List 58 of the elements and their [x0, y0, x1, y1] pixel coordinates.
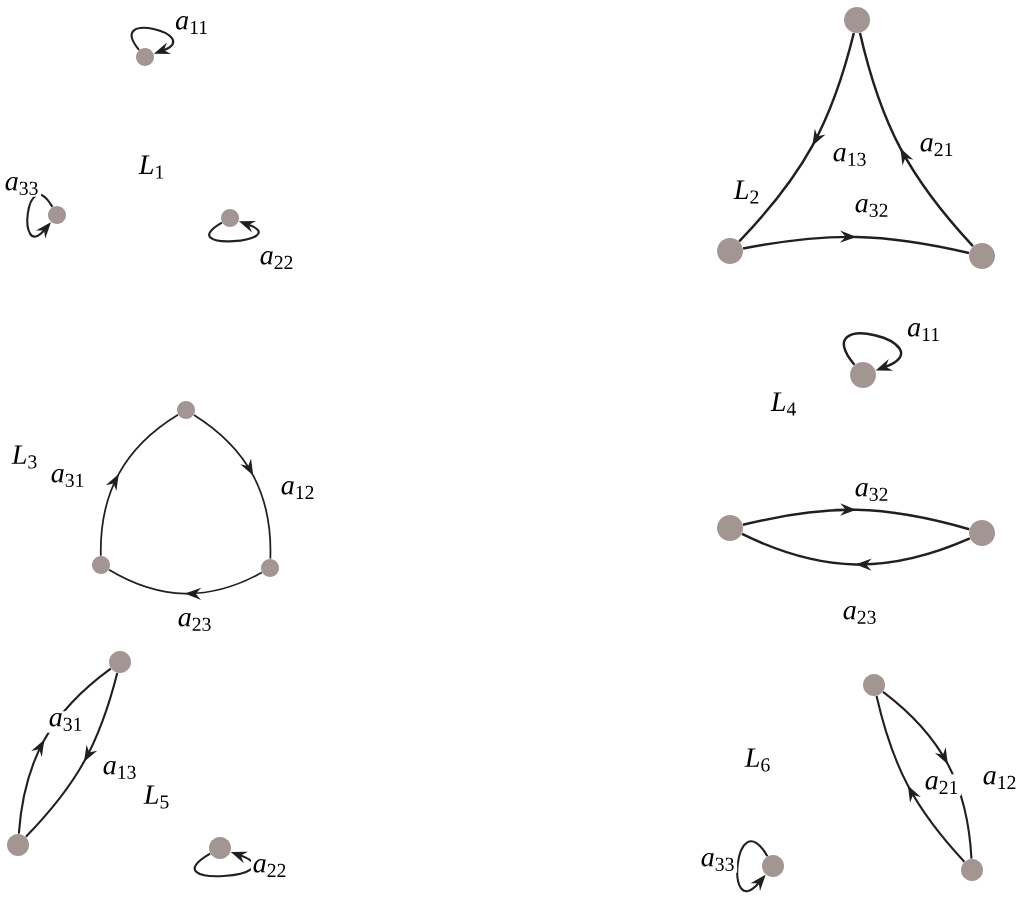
arrow	[875, 695, 966, 863]
edge-label: a$_{33}$	[2, 175, 42, 197]
graph-vertex	[261, 559, 279, 577]
arrow	[25, 672, 119, 838]
graph-vertex	[177, 401, 195, 419]
graph-vertex	[7, 834, 29, 856]
edge-label: a$_{22}$	[250, 857, 290, 879]
edge-label: a$_{13}$	[830, 146, 870, 168]
graph-vertex	[717, 515, 743, 541]
graph-vertex	[762, 855, 784, 877]
edge-label: a$_{31}$	[48, 467, 88, 489]
arrow	[130, 26, 174, 54]
arrow	[742, 230, 970, 255]
graph-vertex	[844, 7, 870, 33]
arrow	[738, 32, 855, 243]
arrow	[17, 667, 112, 834]
edge-label: a$_{11}$	[173, 14, 211, 36]
graph-label: L$_{2}$	[733, 180, 759, 204]
arrow	[842, 332, 903, 371]
edge-label: a$_{32}$	[852, 481, 892, 503]
edge-label: a$_{23}$	[840, 604, 880, 626]
graph-vertex	[221, 209, 239, 227]
edge-label: a$_{12}$	[980, 769, 1020, 791]
graph-label: L$_{3}$	[11, 445, 37, 469]
graph-vertex	[863, 674, 885, 696]
graph-vertex	[48, 206, 66, 224]
graph-vertex	[109, 651, 131, 673]
graph-vertex	[969, 520, 995, 546]
graph-label: L$_{5}$	[143, 785, 169, 809]
edge-label: a$_{33}$	[698, 851, 738, 873]
edge-label: a$_{32}$	[852, 197, 892, 219]
arrow	[208, 221, 260, 243]
arrow	[193, 414, 272, 560]
edge-label: a$_{13}$	[100, 759, 140, 781]
graph-label: L$_{4}$	[770, 392, 796, 416]
arrow	[742, 503, 970, 531]
arrow	[882, 691, 973, 859]
graph-label: L$_{1}$	[138, 155, 164, 179]
edge-label: a$_{11}$	[905, 321, 943, 343]
arrow	[99, 413, 179, 557]
edge-label: a$_{12}$	[278, 479, 318, 501]
edge-label: a$_{21}$	[917, 136, 957, 158]
arrow	[741, 532, 971, 571]
graph-vertex	[961, 859, 983, 881]
arrow	[736, 840, 769, 892]
arrow	[858, 32, 974, 248]
graph-vertex	[850, 362, 876, 388]
arrow	[108, 568, 263, 600]
graph-label: L$_{6}$	[744, 748, 770, 772]
edge-label: a$_{31}$	[46, 711, 86, 733]
graph-vertex	[92, 556, 110, 574]
graph-vertex	[136, 48, 154, 66]
graph-vertex	[969, 243, 995, 269]
graph-vertex	[209, 837, 231, 859]
graph-vertex	[717, 238, 743, 264]
edge-label: a$_{22}$	[257, 249, 297, 271]
edge-label: a$_{23}$	[175, 611, 215, 633]
edge-label: a$_{21}$	[922, 774, 962, 796]
